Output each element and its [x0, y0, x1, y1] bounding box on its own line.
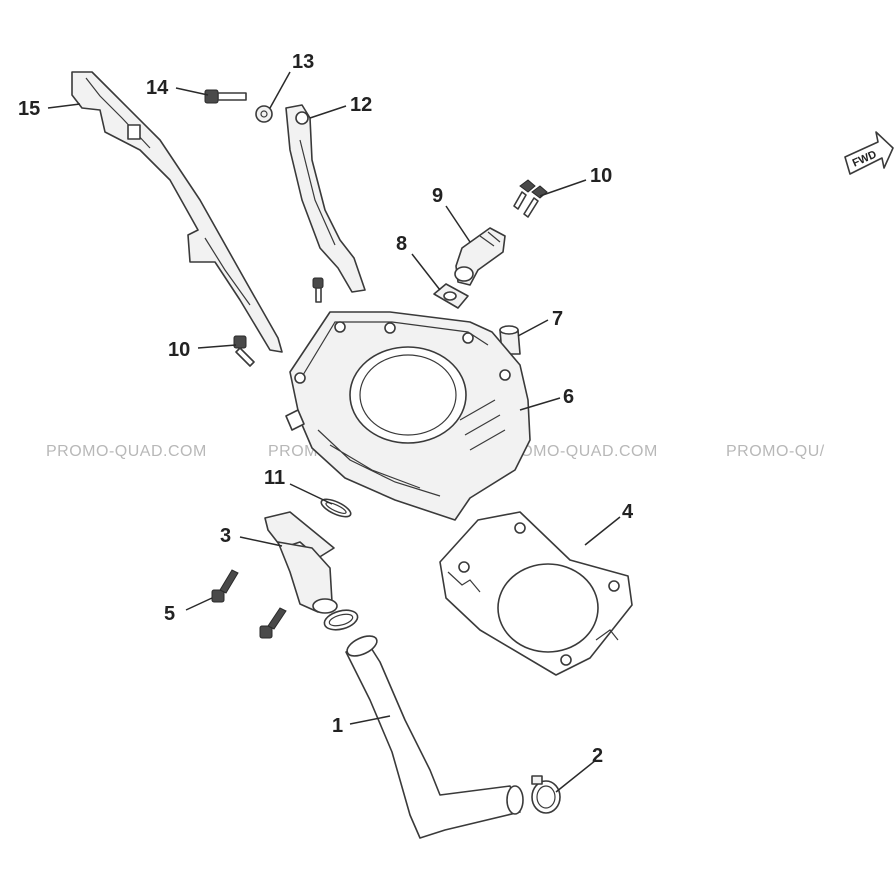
callout-8: 8 [396, 233, 407, 255]
leader-lines [47, 71, 621, 793]
callout-4: 4 [622, 501, 634, 523]
callout-5: 5 [164, 603, 175, 625]
part-15-chain-guide [71, 71, 283, 353]
callout-2: 2 [592, 745, 603, 767]
callout-1: 1 [332, 715, 343, 737]
callout-labels: 15 14 13 12 10 9 8 10 7 6 11 4 3 5 1 2 [18, 51, 634, 767]
callout-10-left: 10 [168, 339, 190, 361]
callout-13: 13 [292, 51, 314, 73]
part-10-bolt-left [233, 335, 255, 367]
callout-6: 6 [563, 386, 574, 408]
part-11-o-ring [320, 498, 352, 518]
part-12-tensioner-arm [285, 104, 366, 293]
watermark-4: PROMO-QU/ [726, 443, 825, 460]
callout-3: 3 [220, 525, 231, 547]
watermark-3: PROMO-QUAD.COM [497, 443, 658, 460]
part-3-elbow [264, 511, 338, 614]
callout-12: 12 [350, 94, 372, 116]
part-9-water-outlet [454, 227, 506, 286]
part-10-bolts-right [513, 179, 548, 218]
part-8-gasket [433, 283, 469, 309]
callout-10-right: 10 [590, 165, 612, 187]
part-13-nut [255, 105, 273, 123]
part-5-bolts [211, 569, 287, 639]
part-4-base-gasket [439, 511, 633, 676]
part-bolt-small [312, 277, 324, 303]
part-1-hose [345, 635, 524, 839]
fwd-direction-badge: FWD [844, 131, 894, 175]
watermark-1: PROMO-QUAD.COM [46, 443, 207, 460]
part-pipe-ring [323, 609, 359, 631]
callout-15: 15 [18, 98, 40, 120]
part-14-bolt [204, 89, 247, 104]
callout-9: 9 [432, 185, 443, 207]
part-6-cylinder [285, 311, 531, 521]
part-2-hose-clamp [531, 775, 561, 814]
callout-11: 11 [264, 467, 285, 489]
callout-14: 14 [146, 77, 169, 99]
callout-7: 7 [552, 308, 563, 330]
